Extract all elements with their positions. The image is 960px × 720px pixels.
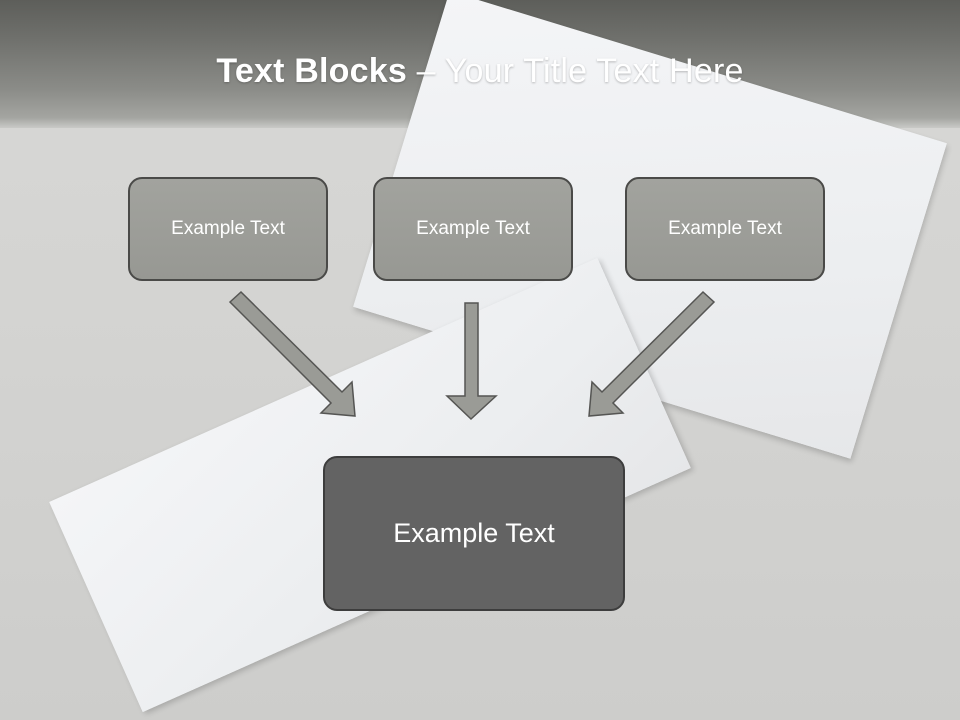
text-block-center-label: Example Text bbox=[416, 218, 530, 239]
page-title: Text Blocks – Your Title Text Here bbox=[0, 52, 960, 91]
text-block-right-label: Example Text bbox=[668, 218, 782, 239]
text-block-main[interactable]: Example Text bbox=[323, 456, 625, 611]
title-bold: Text Blocks bbox=[216, 52, 407, 90]
text-block-main-label: Example Text bbox=[393, 518, 555, 548]
title-separator: – bbox=[406, 52, 445, 90]
title-text: Your Title Text Here bbox=[444, 52, 744, 90]
text-block-left[interactable]: Example Text bbox=[128, 177, 328, 281]
text-block-right[interactable]: Example Text bbox=[625, 177, 825, 281]
arrow-right-down-left bbox=[588, 290, 716, 417]
arrow-center-down bbox=[445, 302, 498, 421]
text-block-center[interactable]: Example Text bbox=[373, 177, 573, 281]
text-block-left-label: Example Text bbox=[171, 218, 285, 239]
arrow-left-down-right bbox=[228, 290, 356, 417]
